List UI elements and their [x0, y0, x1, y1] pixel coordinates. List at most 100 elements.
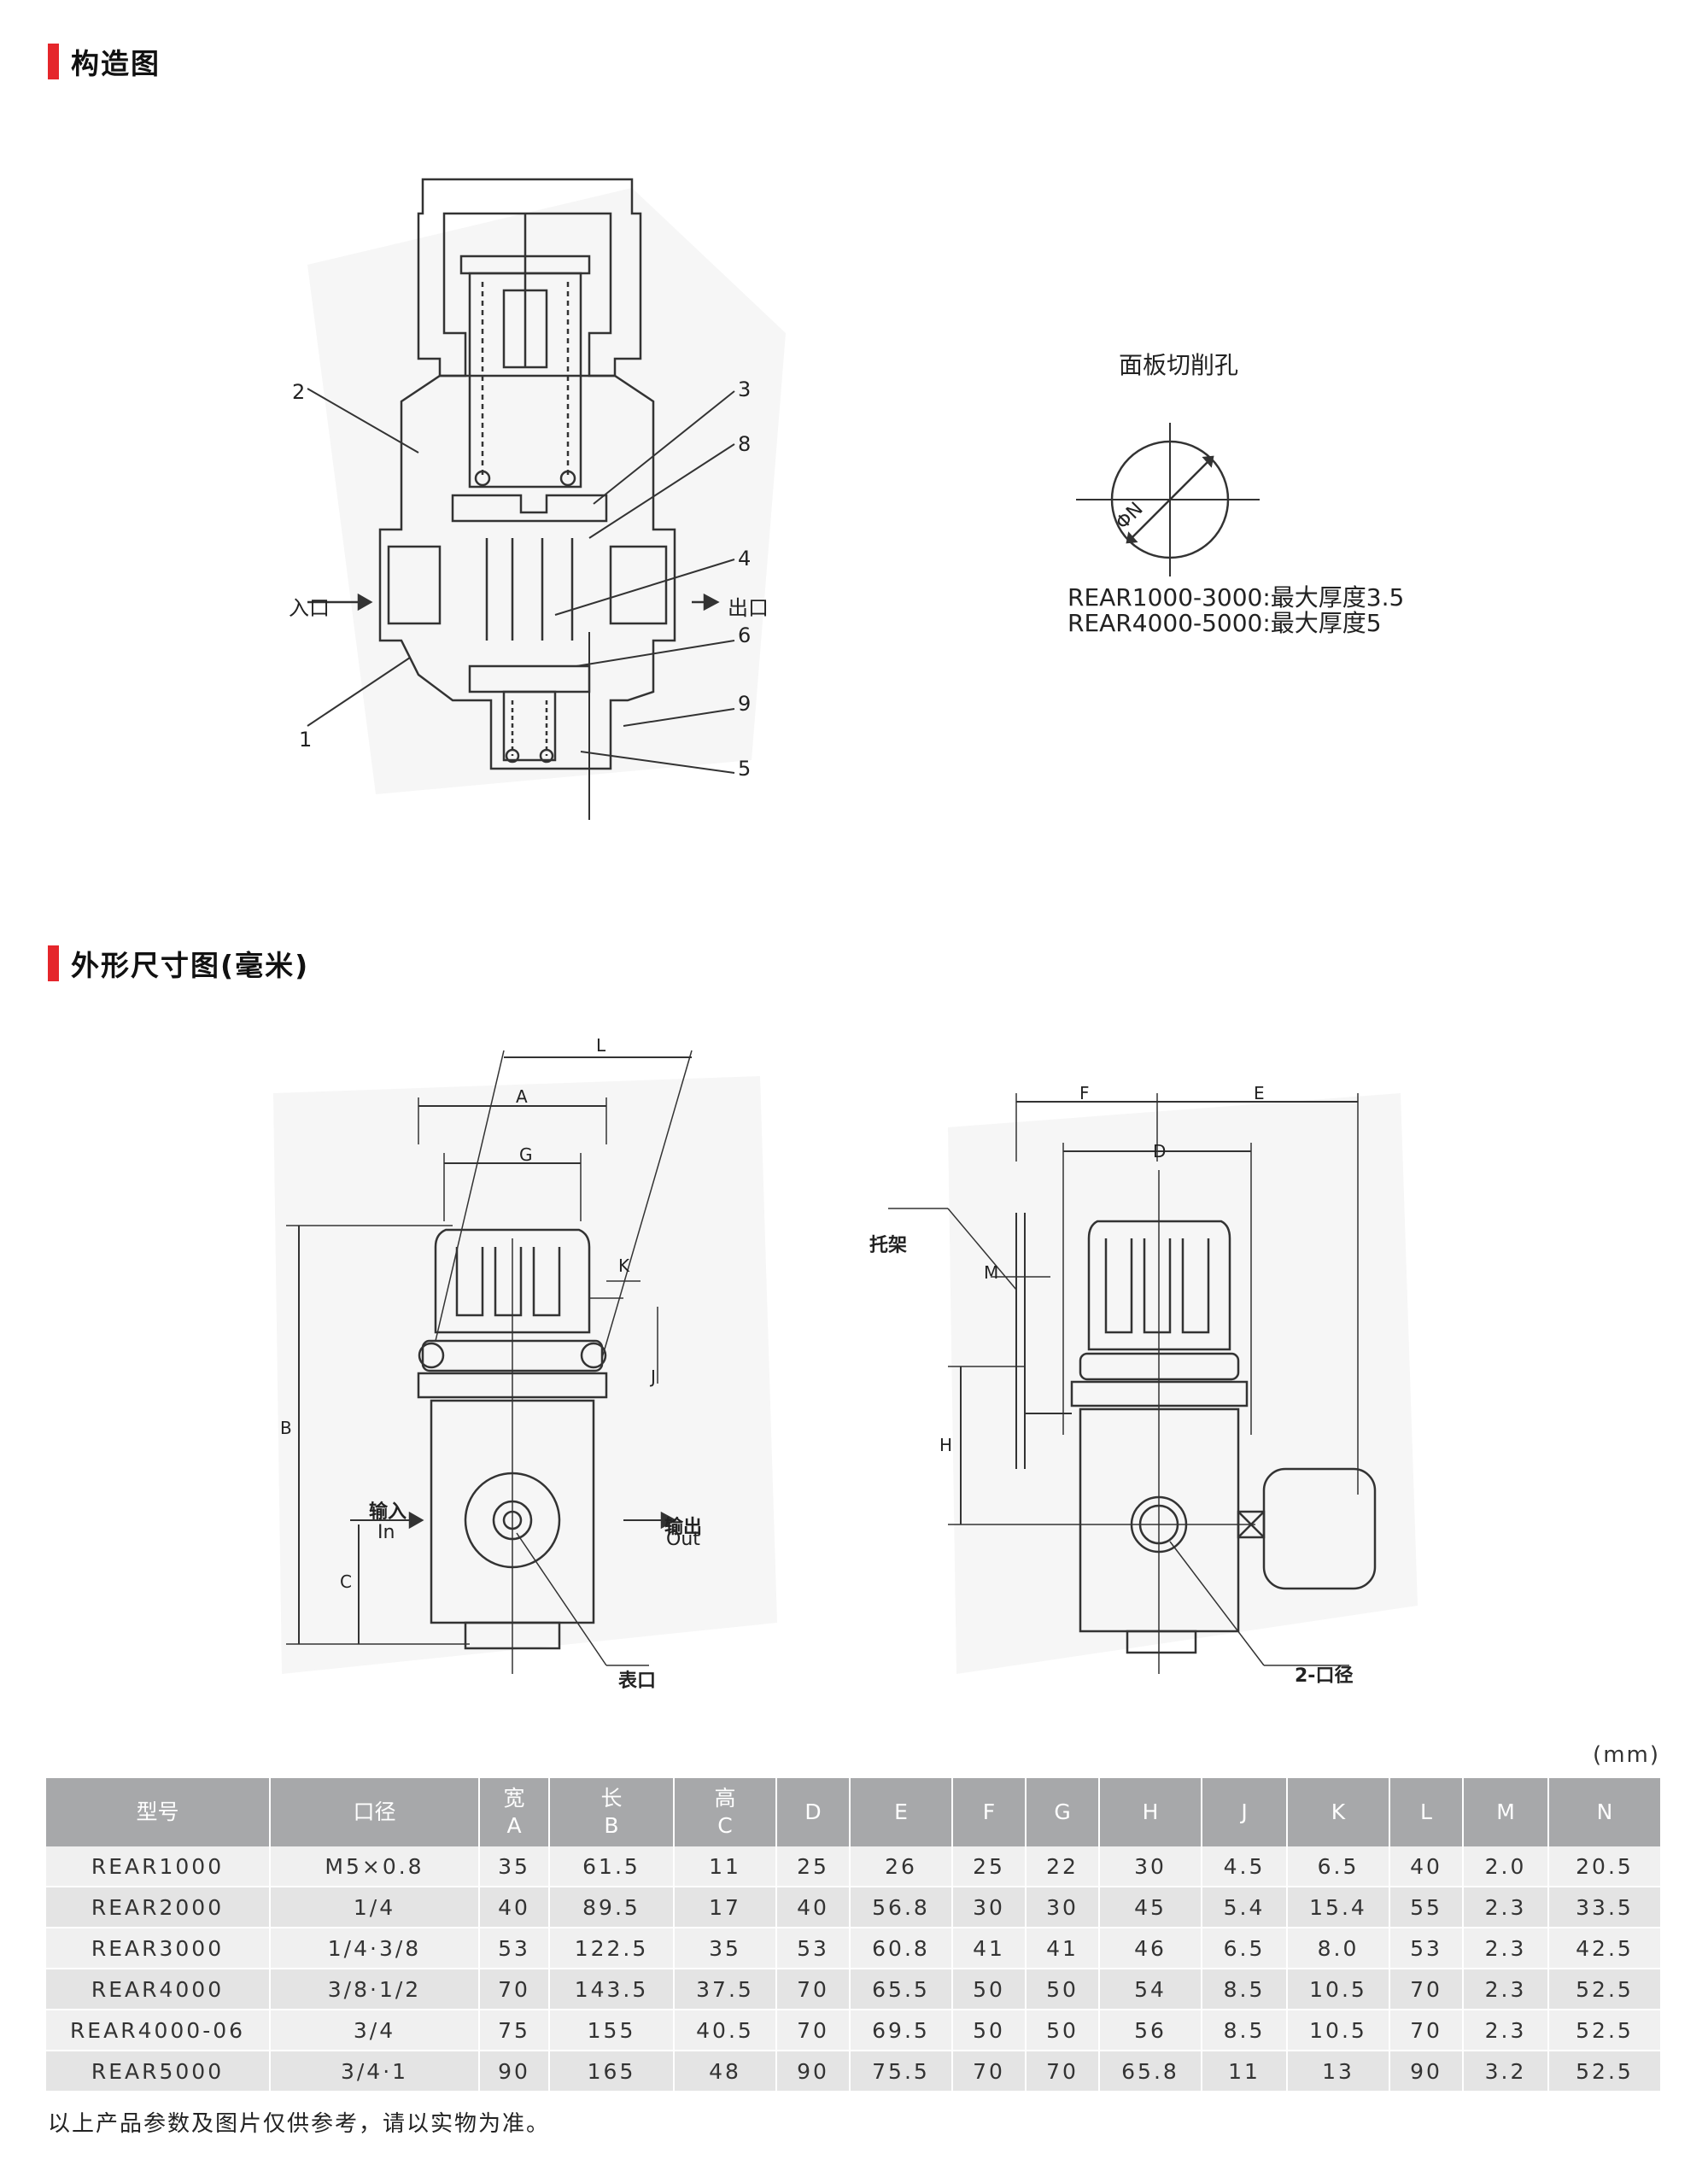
table-cell: 10.5	[1287, 2010, 1390, 2051]
table-cell: 45	[1099, 1887, 1202, 1928]
header-F: F	[952, 1778, 1027, 1846]
table-cell: 5.4	[1202, 1887, 1288, 1928]
table-cell: 50	[952, 1969, 1027, 2010]
table-cell: 70	[1389, 2010, 1464, 2051]
callout-9: 9	[738, 692, 752, 716]
dim-K-label: K	[618, 1255, 630, 1276]
table-cell: 56	[1099, 2010, 1202, 2051]
table-cell: 75.5	[850, 2051, 953, 2092]
table-cell: 4.5	[1202, 1846, 1288, 1887]
dim-E-label: E	[1254, 1083, 1265, 1103]
callout-8: 8	[738, 432, 752, 456]
table-cell: 1/4·3/8	[270, 1928, 480, 1969]
outlet-label: 出口	[728, 596, 769, 620]
table-cell: 8.5	[1202, 1969, 1288, 2010]
table-cell: 17	[674, 1887, 777, 1928]
table-cell: 46	[1099, 1928, 1202, 1969]
table-cell: 40	[776, 1887, 851, 1928]
table-cell: 50	[1026, 2010, 1100, 2051]
table-cell: 70	[952, 2051, 1027, 2092]
ports-label: 2-口径	[1295, 1665, 1354, 1687]
output-label-cn: 输出	[664, 1517, 703, 1538]
callout-1: 1	[299, 728, 313, 752]
table-cell: 90	[479, 2051, 550, 2092]
header-G: G	[1026, 1778, 1100, 1846]
table-cell: 90	[1389, 2051, 1464, 2092]
dim-L-label: L	[596, 1035, 606, 1056]
dimensions-title-text: 外形尺寸图(毫米)	[71, 949, 310, 982]
table-cell: 69.5	[850, 2010, 953, 2051]
dim-C-label: C	[340, 1571, 352, 1592]
table-cell: 53	[479, 1928, 550, 1969]
dim-F-label: F	[1079, 1083, 1090, 1103]
structure-title-text: 构造图	[71, 47, 161, 80]
table-unit: (mm)	[1593, 1742, 1660, 1768]
table-cell: 6.5	[1287, 1846, 1390, 1887]
table-cell: 61.5	[549, 1846, 675, 1887]
table-cell: 37.5	[674, 1969, 777, 2010]
table-cell: 40.5	[674, 2010, 777, 2051]
dim-M-label: M	[984, 1262, 999, 1283]
model-cell: REAR4000-06	[46, 2010, 271, 2051]
table-cell: 89.5	[549, 1887, 675, 1928]
table-cell: 53	[776, 1928, 851, 1969]
table-cell: 20.5	[1548, 1846, 1660, 1887]
table-cell: 52.5	[1548, 2051, 1660, 2092]
table-cell: 70	[1389, 1969, 1464, 2010]
callout-5: 5	[738, 757, 752, 781]
table-cell: 22	[1026, 1846, 1100, 1887]
table-cell: 70	[776, 2010, 851, 2051]
table-cell: 8.0	[1287, 1928, 1390, 1969]
panel-thickness-note-2: REAR4000-5000:最大厚度5	[1068, 609, 1382, 637]
dimensions-section-title: 外形尺寸图(毫米)	[48, 945, 309, 982]
header-M: M	[1463, 1778, 1549, 1846]
header-port-size: 口径	[270, 1778, 480, 1846]
table-cell: 70	[479, 1969, 550, 2010]
front-view-diagram	[248, 1025, 794, 1717]
table-cell: 33.5	[1548, 1887, 1660, 1928]
table-cell: 65.8	[1099, 2051, 1202, 2092]
bracket-label: 托架	[869, 1235, 908, 1256]
table-cell: 11	[674, 1846, 777, 1887]
panel-thickness-note-1: REAR1000-3000:最大厚度3.5	[1068, 583, 1405, 612]
table-cell: 40	[479, 1887, 550, 1928]
title-accent-bar	[48, 945, 59, 981]
table-cell: 42.5	[1548, 1928, 1660, 1969]
table-cell: 50	[952, 2010, 1027, 2051]
gauge-port-label: 表口	[618, 1671, 657, 1692]
table-cell: 13	[1287, 2051, 1390, 2092]
table-cell: 3/4·1	[270, 2051, 480, 2092]
table-cell: 165	[549, 2051, 675, 2092]
model-cell: REAR5000	[46, 2051, 271, 2092]
header-model: 型号	[46, 1778, 271, 1846]
title-accent-bar	[48, 44, 59, 79]
table-cell: 30	[1099, 1846, 1202, 1887]
table-cell: 70	[1026, 2051, 1100, 2092]
dim-J-label: J	[651, 1366, 656, 1387]
table-cell: 15.4	[1287, 1887, 1390, 1928]
dim-G-label: G	[519, 1144, 533, 1165]
header-E: E	[850, 1778, 953, 1846]
input-label-cn: 输入	[369, 1501, 407, 1523]
table-cell: 40	[1389, 1846, 1464, 1887]
model-cell: REAR4000	[46, 1969, 271, 2010]
table-cell: 30	[1026, 1887, 1100, 1928]
table-cell: 60.8	[850, 1928, 953, 1969]
structure-diagram	[273, 162, 803, 828]
dim-D-label: D	[1153, 1141, 1167, 1162]
header-D: D	[776, 1778, 851, 1846]
table-cell: 54	[1099, 1969, 1202, 2010]
table-cell: 52.5	[1548, 2010, 1660, 2051]
model-cell: REAR3000	[46, 1928, 271, 1969]
dim-A-label: A	[516, 1086, 528, 1107]
table-cell: 143.5	[549, 1969, 675, 2010]
table-cell: 25	[952, 1846, 1027, 1887]
table-cell: 8.5	[1202, 2010, 1288, 2051]
table-cell: 122.5	[549, 1928, 675, 1969]
